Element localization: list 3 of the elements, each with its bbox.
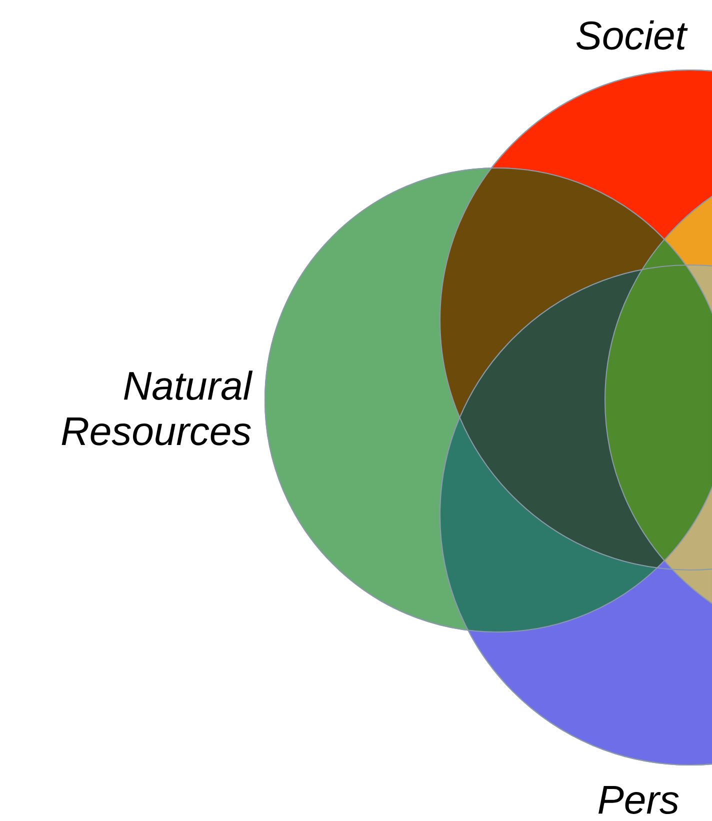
circle-label: Pers: [598, 786, 679, 814]
circle-label: Societ: [576, 20, 688, 50]
circle-label: Natural Resources: [62, 370, 253, 446]
